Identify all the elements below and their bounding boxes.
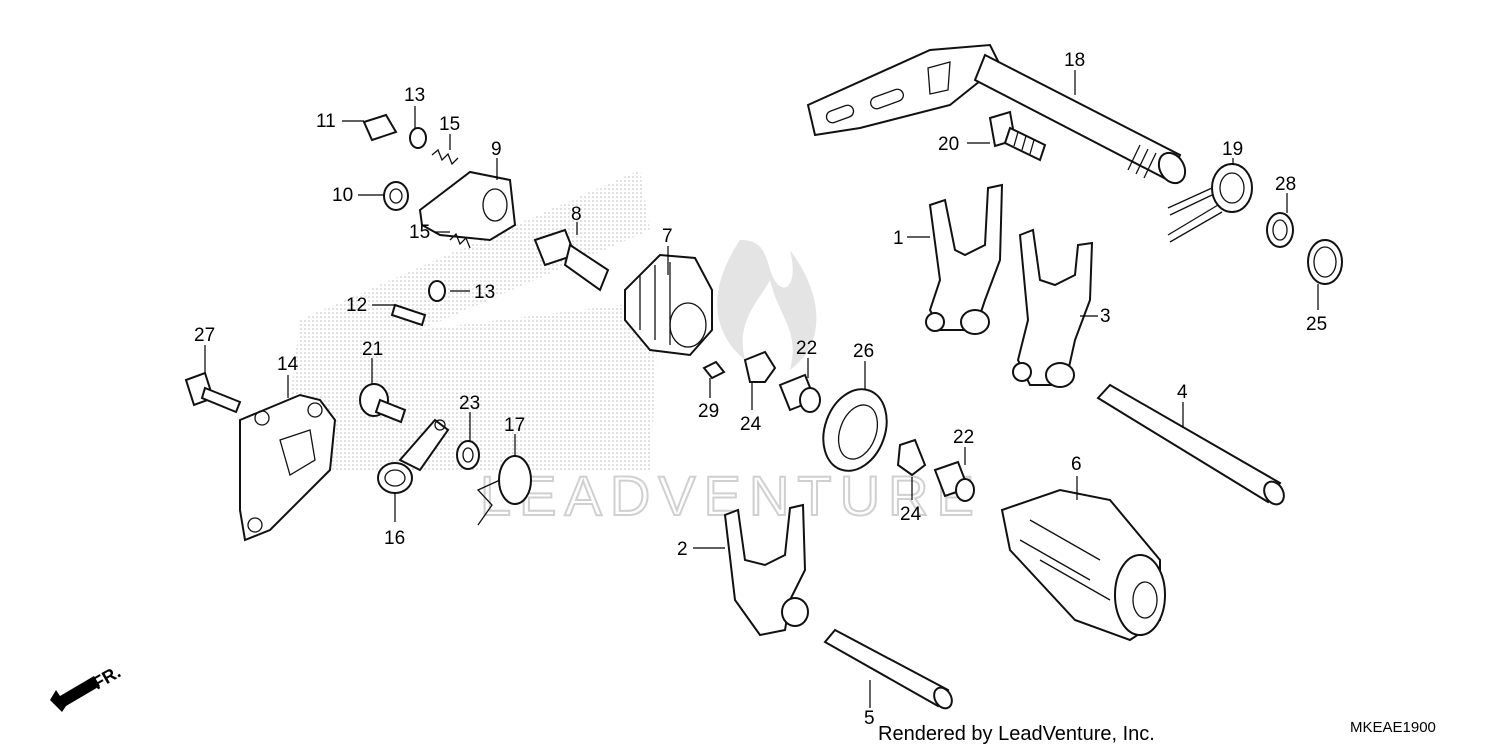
part-15-spring-upper (431, 148, 459, 166)
callouts: 1 2 3 4 5 6 7 8 9 10 11 12 13 13 14 15 1… (194, 50, 1327, 729)
part-13-pin-upper (409, 127, 427, 149)
callout-24-upper: 24 (740, 414, 762, 435)
callout-9: 9 (491, 139, 502, 160)
part-3-shift-fork (1012, 228, 1094, 388)
callout-22-upper: 22 (796, 338, 817, 359)
part-2-shift-fork (723, 503, 809, 637)
part-8-bolt (533, 228, 610, 292)
front-direction-arrow-icon: FR. (50, 662, 124, 712)
part-23-washer (456, 440, 480, 470)
callout-22-lower: 22 (953, 427, 974, 448)
part-28-circlip (1266, 212, 1294, 248)
part-4-fork-shaft (1096, 383, 1285, 506)
part-13-pin-lower (428, 280, 446, 302)
callout-13-upper: 13 (404, 85, 425, 106)
part-29-dowel (702, 360, 726, 380)
part-1-shift-fork (925, 183, 1004, 335)
part-15-spring-lower (449, 232, 471, 249)
callout-27: 27 (194, 325, 215, 346)
part-20-bolt (988, 110, 1047, 162)
callout-21: 21 (362, 339, 383, 360)
part-7-drum-center (624, 253, 713, 357)
part-26-oil-seal (822, 388, 888, 472)
part-10-collar (383, 181, 409, 211)
part-24-stopper-upper (743, 350, 777, 383)
leader-lines (204, 70, 1319, 708)
callout-19: 19 (1222, 139, 1243, 160)
callout-8: 8 (571, 204, 582, 225)
callout-5: 5 (864, 708, 875, 729)
callout-23: 23 (459, 393, 480, 414)
part-27-bolt (184, 371, 242, 414)
part-16-collar (377, 462, 413, 494)
part-18-shift-spindle (806, 43, 1187, 185)
part-6-shift-drum (1000, 488, 1166, 642)
part-arm-plate (398, 418, 450, 472)
part-11-piece (362, 113, 398, 142)
part-5-fork-shaft (823, 628, 953, 710)
callout-3: 3 (1100, 306, 1111, 327)
callout-16: 16 (384, 528, 405, 549)
callout-15-upper: 15 (439, 114, 460, 135)
callout-18: 18 (1064, 50, 1085, 71)
callout-14: 14 (277, 354, 299, 375)
callout-24-lower: 24 (900, 504, 922, 525)
callout-4: 4 (1177, 382, 1188, 403)
part-22-bolt-upper (778, 373, 821, 413)
part-24-stopper-lower (896, 438, 927, 477)
callout-6: 6 (1071, 454, 1082, 475)
part-21-bolt (359, 383, 407, 424)
callout-10: 10 (332, 185, 353, 206)
part-9-stopper-arm (418, 170, 517, 242)
callout-15-lower: 15 (409, 222, 430, 243)
callout-1: 1 (893, 228, 904, 249)
part-25-washer (1307, 239, 1343, 285)
callout-20: 20 (938, 134, 959, 155)
callout-7: 7 (662, 226, 673, 247)
callout-28: 28 (1275, 174, 1296, 195)
callout-25: 25 (1306, 314, 1327, 335)
callout-2: 2 (677, 539, 688, 560)
footer-credit: Rendered by LeadVenture, Inc. (878, 723, 1155, 745)
part-12-pin (390, 303, 427, 327)
part-19-spring (1167, 163, 1253, 243)
leadventure-flame-logo-icon (717, 240, 817, 370)
diagram-code: MKEAE1900 (1350, 719, 1436, 736)
callout-12: 12 (346, 295, 367, 316)
callout-26: 26 (853, 341, 874, 362)
callout-17: 17 (504, 415, 525, 436)
callout-13-lower: 13 (474, 282, 495, 303)
callout-29: 29 (698, 401, 719, 422)
part-14-plate (239, 393, 337, 542)
callout-11: 11 (316, 111, 336, 132)
part-22-bolt-lower (933, 460, 975, 502)
